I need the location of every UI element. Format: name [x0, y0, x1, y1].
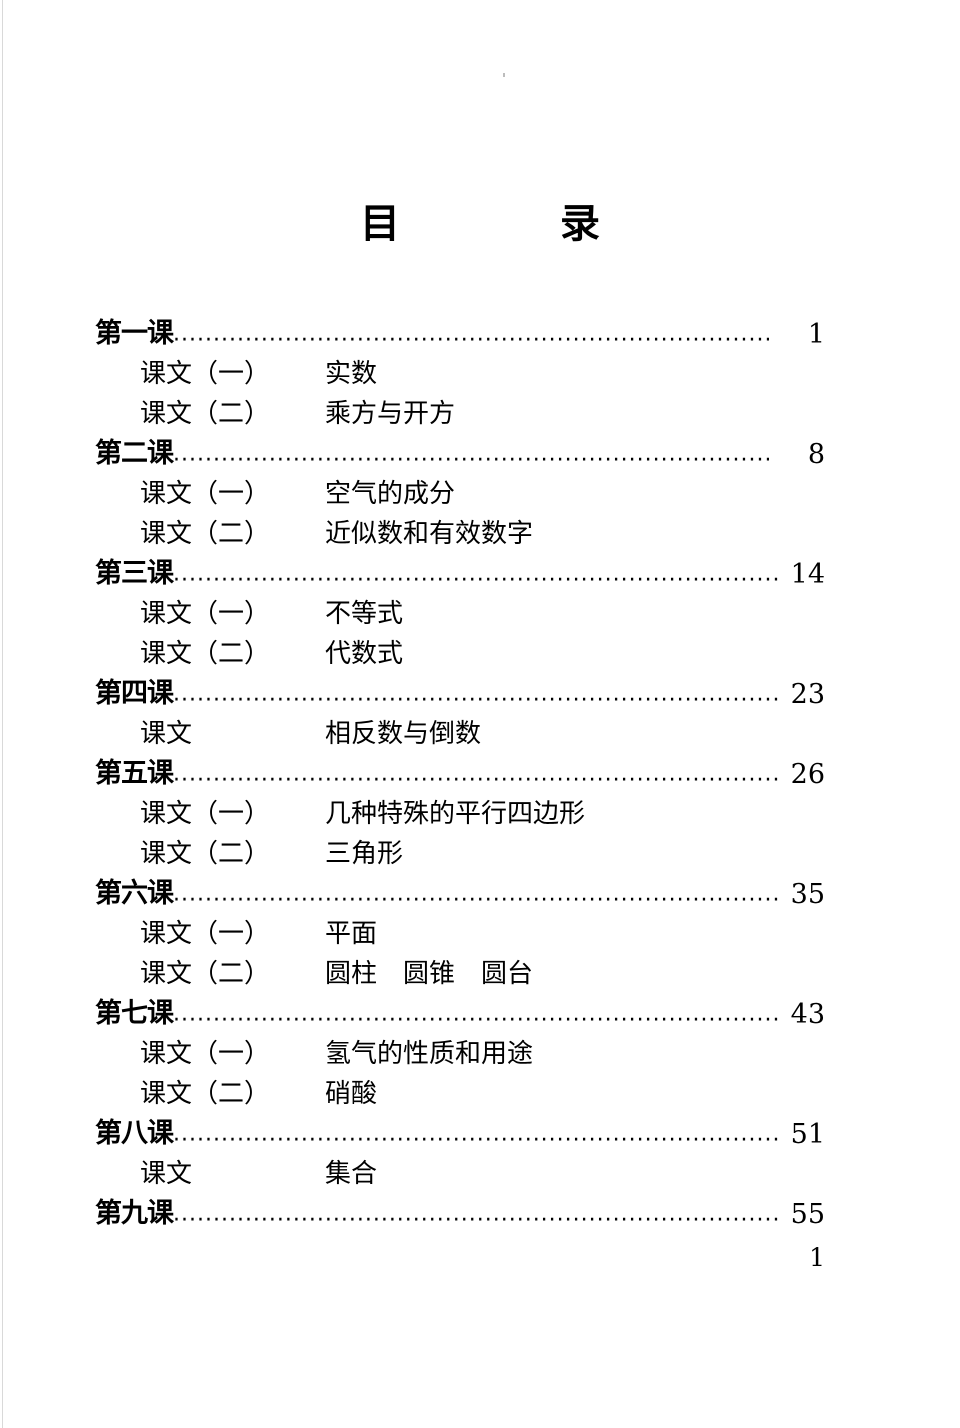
- toc-lesson-page-number: 8: [807, 439, 825, 470]
- toc-lesson-label: 第六课: [95, 878, 174, 909]
- toc-lesson-label: 第三课: [95, 558, 174, 589]
- toc-text-row[interactable]: 课文（二） 圆柱 圆锥 圆台: [95, 950, 825, 990]
- toc-lesson-page-number: 51: [790, 1119, 825, 1150]
- toc-text-title: 氢气的性质和用途: [325, 1039, 534, 1069]
- toc-text-row[interactable]: 课文（二） 硝酸: [95, 1070, 825, 1110]
- toc-text-title: 乘方与开方: [325, 399, 456, 429]
- dot-leader: [173, 440, 769, 470]
- toc-text-row[interactable]: 课文（一） 不等式: [95, 590, 825, 630]
- toc-text-row[interactable]: 课文（一） 平面: [95, 910, 825, 950]
- toc-text-label: 课文（二）: [140, 839, 271, 869]
- scan-speck-artifact: [503, 73, 505, 77]
- toc-text-title: 硝酸: [325, 1079, 378, 1109]
- toc-text-row[interactable]: 课文 集合: [95, 1150, 825, 1190]
- toc-text-title: 空气的成分: [325, 479, 456, 509]
- toc-text-title: 圆柱 圆锥 圆台: [325, 959, 534, 989]
- toc-lesson-page-number: 23: [790, 679, 825, 710]
- toc-lesson-label: 第七课: [95, 998, 174, 1029]
- toc-lesson-page-number: 35: [790, 879, 825, 910]
- toc-text-title: 平面: [325, 919, 378, 949]
- toc-lesson-row[interactable]: 第一课 1: [95, 310, 825, 350]
- toc-lesson-row[interactable]: 第九课 55: [95, 1190, 825, 1230]
- toc-lesson-label: 第九课: [95, 1198, 174, 1229]
- toc-text-label: 课文（一）: [140, 1039, 271, 1069]
- toc-lesson-row[interactable]: 第五课 26: [95, 750, 825, 790]
- toc-text-label: 课文: [140, 1159, 193, 1189]
- toc-text-label: 课文（二）: [140, 399, 271, 429]
- toc-text-title: 代数式: [325, 639, 404, 669]
- toc-lesson-page-number: 14: [790, 559, 825, 590]
- scan-edge-artifact: [2, 0, 3, 1428]
- toc-text-title: 三角形: [325, 839, 404, 869]
- toc-lesson-page-number: 1: [807, 319, 825, 350]
- toc-text-title: 不等式: [325, 599, 404, 629]
- toc-text-title: 集合: [325, 1159, 378, 1189]
- toc-lesson-label: 第四课: [95, 678, 174, 709]
- toc-lesson-page-number: 26: [790, 759, 825, 790]
- toc-lesson-label: 第二课: [95, 438, 174, 469]
- toc-text-label: 课文（一）: [140, 359, 271, 389]
- toc-text-row[interactable]: 课文（二） 三角形: [95, 830, 825, 870]
- toc-text-label: 课文（二）: [140, 519, 271, 549]
- toc-lesson-page-number: 43: [790, 999, 825, 1030]
- toc-lesson-row[interactable]: 第三课 14: [95, 550, 825, 590]
- page-folio-number: 1: [809, 1243, 825, 1272]
- toc-text-row[interactable]: 课文（一） 几种特殊的平行四边形: [95, 790, 825, 830]
- toc-text-row[interactable]: 课文（一） 空气的成分: [95, 470, 825, 510]
- dot-leader: [173, 1200, 781, 1230]
- toc-text-label: 课文（一）: [140, 799, 271, 829]
- toc-lesson-row[interactable]: 第二课 8: [95, 430, 825, 470]
- toc-text-label: 课文（二）: [140, 639, 271, 669]
- dot-leader: [173, 1120, 781, 1150]
- toc-lesson-row[interactable]: 第八课 51: [95, 1110, 825, 1150]
- toc-text-label: 课文: [140, 719, 193, 749]
- toc-text-row[interactable]: 课文（一） 实数: [95, 350, 825, 390]
- toc-list: 第一课1课文（一）实数课文（二）乘方与开方第二课8课文（一）空气的成分课文（二）…: [95, 310, 825, 1230]
- dot-leader: [173, 1000, 781, 1030]
- toc-text-label: 课文（一）: [140, 599, 271, 629]
- page-title: 目 录: [360, 200, 660, 247]
- toc-text-title: 实数: [325, 359, 378, 389]
- toc-text-row[interactable]: 课文（二） 近似数和有效数字: [95, 510, 825, 550]
- toc-text-label: 课文（一）: [140, 479, 271, 509]
- toc-text-title: 相反数与倒数: [325, 719, 482, 749]
- toc-lesson-label: 第五课: [95, 758, 174, 789]
- toc-lesson-row[interactable]: 第六课 35: [95, 870, 825, 910]
- toc-lesson-row[interactable]: 第四课 23: [95, 670, 825, 710]
- toc-text-row[interactable]: 课文（二） 代数式: [95, 630, 825, 670]
- toc-text-row[interactable]: 课文 相反数与倒数: [95, 710, 825, 750]
- toc-text-label: 课文（二）: [140, 1079, 271, 1109]
- toc-text-title: 近似数和有效数字: [325, 519, 534, 549]
- toc-lesson-page-number: 55: [790, 1199, 825, 1230]
- dot-leader: [173, 880, 781, 910]
- dot-leader: [173, 760, 781, 790]
- dot-leader: [173, 560, 781, 590]
- dot-leader: [173, 680, 781, 710]
- dot-leader: [173, 320, 769, 350]
- toc-lesson-row[interactable]: 第七课 43: [95, 990, 825, 1030]
- toc-text-label: 课文（一）: [140, 919, 271, 949]
- toc-lesson-label: 第八课: [95, 1118, 174, 1149]
- toc-text-title: 几种特殊的平行四边形: [325, 799, 586, 829]
- toc-text-row[interactable]: 课文（一） 氢气的性质和用途: [95, 1030, 825, 1070]
- toc-text-label: 课文（二）: [140, 959, 271, 989]
- toc-text-row[interactable]: 课文（二） 乘方与开方: [95, 390, 825, 430]
- toc-lesson-label: 第一课: [95, 318, 174, 349]
